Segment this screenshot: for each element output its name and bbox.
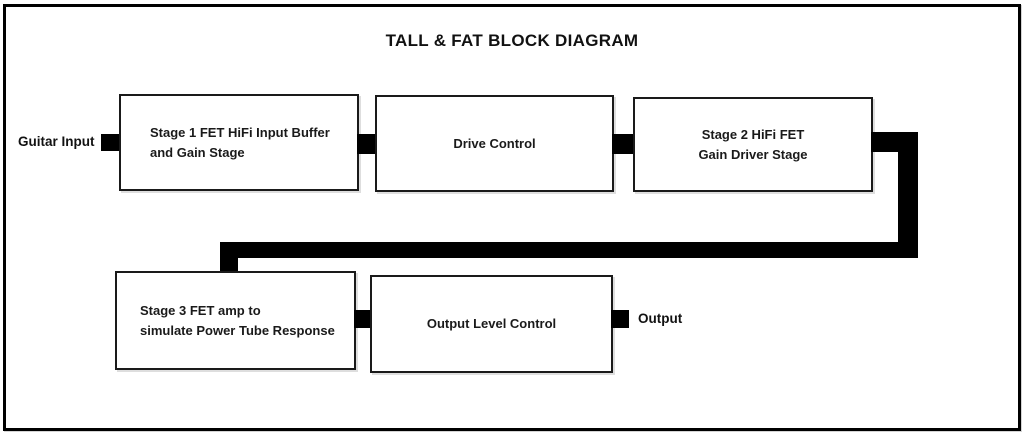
wire-return-horizontal-segment bbox=[220, 242, 918, 258]
block-stage1-label-line1: Stage 1 FET HiFi Input Buffer bbox=[150, 124, 330, 140]
wire-guitar-input-stub bbox=[101, 134, 119, 151]
wire-stage1-to-drive bbox=[357, 134, 377, 154]
block-stage2-label-line2: Gain Driver Stage bbox=[698, 146, 808, 162]
output-label: Output bbox=[638, 311, 683, 326]
block-stage3: Stage 3 FET amp to simulate Power Tube R… bbox=[115, 271, 356, 370]
block-stage3-label-line2: simulate Power Tube Response bbox=[140, 322, 335, 338]
block-drive-control-label: Drive Control bbox=[453, 135, 536, 151]
block-stage3-label-line1: Stage 3 FET amp to bbox=[140, 302, 261, 318]
block-stage2-label-line1: Stage 2 HiFi FET bbox=[701, 126, 805, 142]
block-stage1: Stage 1 FET HiFi Input Buffer and Gain S… bbox=[119, 94, 359, 191]
diagram-outer-border bbox=[3, 4, 1021, 431]
block-output-level-control-label: Output Level Control bbox=[426, 316, 557, 331]
wire-stage3-entry-vertical bbox=[220, 242, 238, 273]
wire-drive-to-stage2 bbox=[612, 134, 635, 154]
block-drive-control: Drive Control bbox=[375, 95, 614, 192]
diagram-title: TALL & FAT BLOCK DIAGRAM bbox=[385, 31, 639, 50]
block-stage2: Stage 2 HiFi FET Gain Driver Stage bbox=[633, 97, 873, 192]
wire-output-stub bbox=[611, 310, 629, 328]
wire-right-vertical-segment bbox=[898, 132, 918, 258]
block-stage1-label-line2: and Gain Stage bbox=[150, 144, 245, 160]
wire-stage3-to-output-level bbox=[354, 310, 372, 328]
block-output-level-control: Output Level Control bbox=[370, 275, 613, 373]
guitar-input-label: Guitar Input bbox=[18, 134, 95, 149]
